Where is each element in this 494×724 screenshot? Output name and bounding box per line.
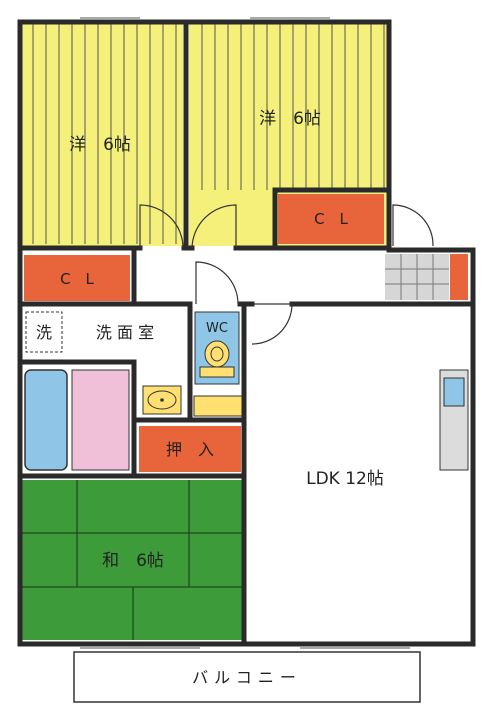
windows bbox=[80, 17, 410, 649]
walls bbox=[17, 19, 476, 647]
storage-closet bbox=[139, 426, 241, 472]
toilet-shelf bbox=[193, 395, 243, 417]
western-room-1 bbox=[20, 22, 183, 246]
washbasin bbox=[142, 385, 182, 415]
closet-2 bbox=[278, 194, 384, 244]
washroom-label: 洗 面 室 bbox=[96, 323, 154, 342]
japanese-room bbox=[22, 480, 244, 640]
western-room-1-label: 洋 6帖 bbox=[69, 135, 131, 155]
western-room-2-label: 洋 6帖 bbox=[259, 109, 321, 129]
toilet-label: WC bbox=[206, 321, 228, 336]
bathtub bbox=[24, 369, 68, 471]
door-swings bbox=[139, 204, 434, 345]
entrance-tiles bbox=[385, 254, 449, 300]
storage-label: 押 入 bbox=[166, 440, 214, 459]
ldk-label: LDK 12帖 bbox=[306, 469, 384, 489]
balcony-label: バルコニー bbox=[192, 668, 302, 687]
closet-2-label: C L bbox=[314, 210, 348, 228]
closet-1-label: C L bbox=[60, 270, 94, 288]
entrance-storage bbox=[450, 254, 468, 300]
kitchen-counter bbox=[439, 369, 469, 471]
japanese-room-label: 和 6帖 bbox=[102, 551, 164, 571]
laundry-space bbox=[25, 311, 63, 353]
balcony bbox=[73, 651, 421, 703]
toilet bbox=[194, 311, 240, 385]
closet-1 bbox=[24, 255, 130, 301]
shower-area bbox=[71, 369, 130, 471]
laundry-label: 洗 bbox=[36, 323, 52, 342]
